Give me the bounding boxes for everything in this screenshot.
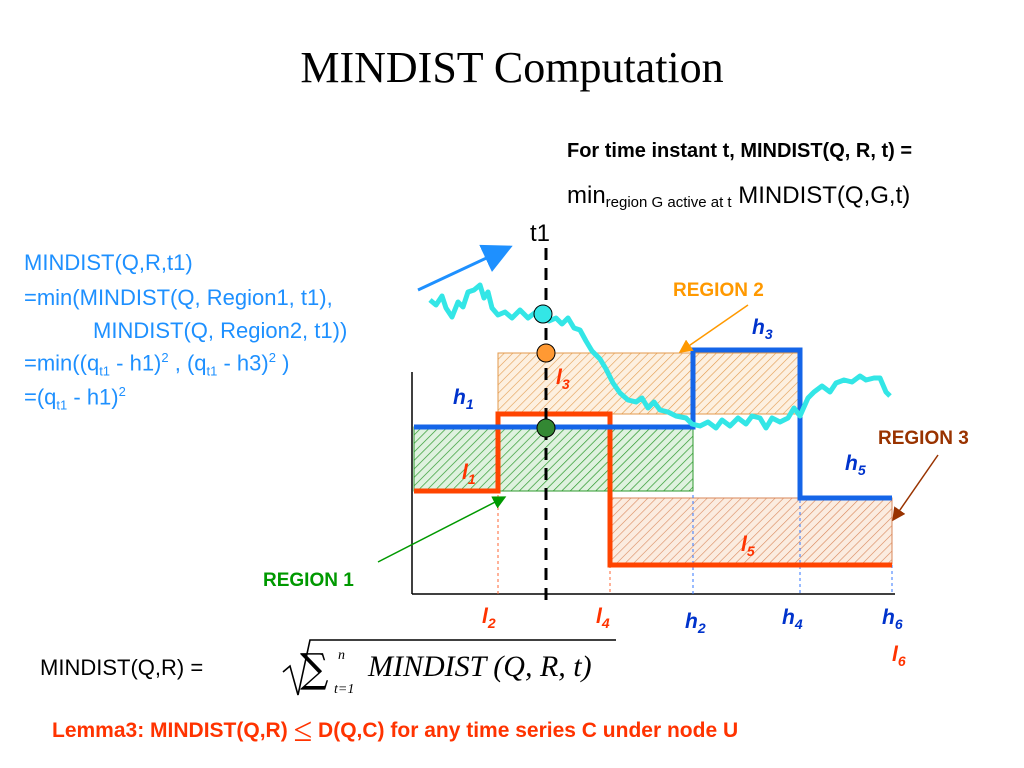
h6-label: h6 — [882, 606, 903, 633]
region-3-box — [609, 497, 893, 565]
time-guides — [497, 495, 893, 594]
lemma-prefix: Lemma3: MINDIST(Q,R) — [52, 719, 288, 742]
definition-line-2: minregion G active at t MINDIST(Q,G,t) — [567, 182, 910, 211]
derivation-line-4: =min((qt1 - h1)2 , (qt1 - h3)2 ) — [24, 350, 290, 379]
h5-label: h5 — [845, 452, 866, 479]
region1-point-t1 — [536, 418, 556, 438]
definition-min: min — [567, 182, 606, 209]
l3-label: l3 — [556, 366, 570, 393]
derivation-line-5: =(qt1 - h1)2 — [24, 384, 126, 413]
region-1-callout — [377, 496, 507, 563]
definition-mindist-g: MINDIST(Q,G,t) — [738, 182, 911, 209]
definition-subscript: region G active at t — [605, 194, 732, 211]
derivation-arrow — [417, 244, 513, 292]
query-series-line — [428, 282, 892, 431]
derivation-line-1: MINDIST(Q,R,t1) — [24, 250, 193, 275]
t1-label: t1 — [530, 220, 551, 247]
l4-label: l4 — [596, 605, 610, 632]
formula-lhs: MINDIST(Q,R) = — [40, 655, 204, 680]
upper-bound-line — [414, 347, 892, 501]
lower-bound-line — [414, 411, 892, 568]
formula-body: MINDIST (Q, R, t) — [368, 650, 592, 683]
l5-label: l5 — [741, 533, 755, 560]
h3-label: h3 — [752, 316, 773, 343]
region-3-label: REGION 3 — [878, 428, 969, 449]
h4-label: h4 — [782, 606, 803, 633]
sqrt-sign — [282, 639, 616, 696]
region-1-label: REGION 1 — [263, 570, 354, 591]
query-point-t1 — [533, 304, 553, 324]
l1-label: l1 — [462, 461, 476, 488]
lemma-suffix: D(Q,C) for any time series C under node … — [318, 719, 739, 742]
sum-upper-limit: n — [338, 648, 345, 663]
sum-lower-limit: t=1 — [334, 682, 355, 697]
leq-symbol: ≤ — [293, 712, 313, 749]
h1-label: h1 — [453, 386, 474, 413]
h2-label: h2 — [685, 610, 706, 637]
sum-symbol: ∑ — [300, 646, 329, 692]
region-2-label: REGION 2 — [673, 280, 764, 301]
region2-point-t1 — [536, 343, 556, 363]
slide-title: MINDIST Computation — [300, 43, 724, 92]
region-3-callout — [892, 454, 939, 522]
derivation-line-2: =min(MINDIST(Q, Region1, t1), — [24, 285, 333, 310]
region-2-callout — [678, 304, 749, 353]
l2-label: l2 — [482, 605, 496, 632]
derivation-line-3: MINDIST(Q, Region2, t1)) — [93, 318, 348, 343]
region-1-box — [413, 426, 694, 492]
lemma-text: Lemma3: MINDIST(Q,R) ≤ D(Q,C) for any ti… — [52, 712, 738, 750]
l6-label: l6 — [892, 643, 906, 670]
definition-line-1: For time instant t, MINDIST(Q, R, t) = — [567, 140, 912, 162]
